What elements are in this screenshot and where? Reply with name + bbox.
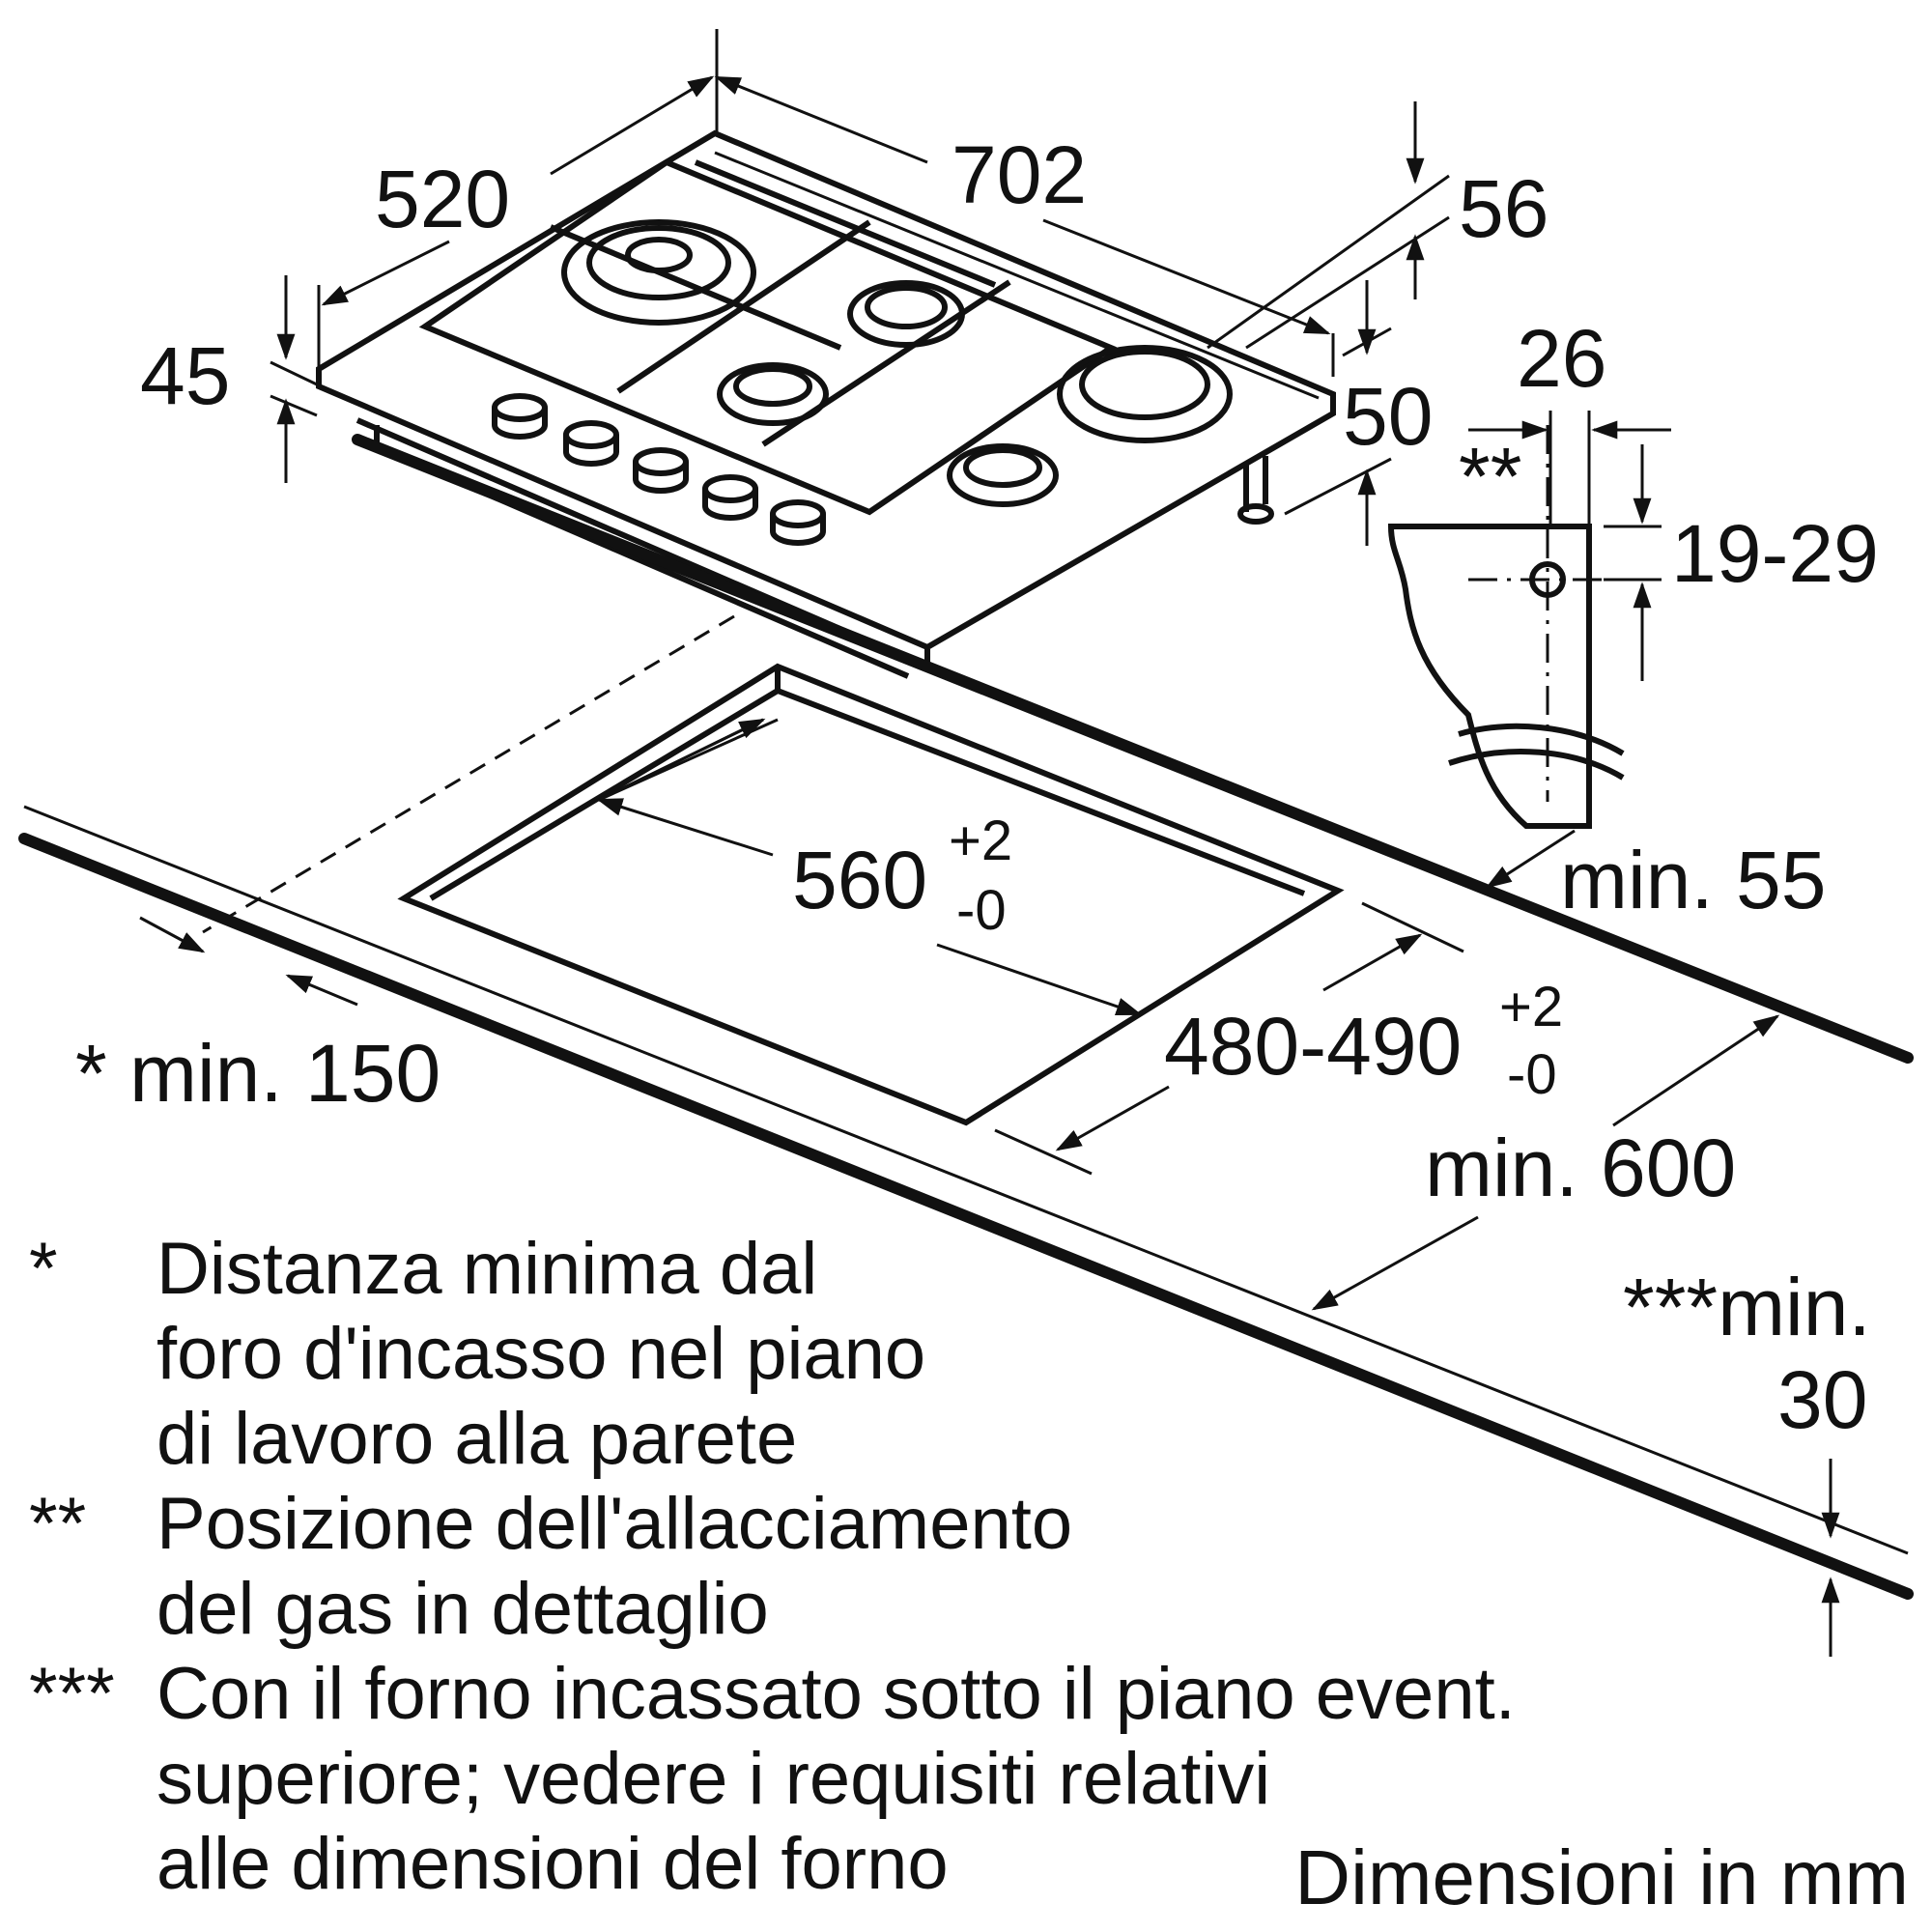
dim-cutout-depth-tol-upper: +2 (1499, 976, 1563, 1038)
footnote: * Distanza minima dal foro d'incasso nel… (29, 1227, 1903, 1482)
footnote-mark: *** (29, 1653, 115, 1735)
dim-cutout-depth-tol-lower: -0 (1507, 1043, 1557, 1106)
burner-rear-middle (847, 280, 965, 348)
dim-min-rear: min. 55 (1560, 835, 1826, 925)
dim-cutout-depth: 480-490 (1164, 1001, 1462, 1092)
dim-gas-detail-width: 26 (1517, 313, 1606, 404)
dim-height-front: 45 (140, 330, 230, 421)
footnote-text: Posizione dell'allacciamento del gas in … (156, 1483, 1073, 1650)
burner-wok (1057, 345, 1233, 443)
footnote-text: Distanza minima dal foro d'incasso nel p… (156, 1228, 926, 1480)
dimension-lines (139, 29, 1840, 1657)
units-label: Dimensioni in mm (1294, 1834, 1909, 1920)
worktop-drawing (18, 434, 1914, 1600)
control-knobs (492, 393, 826, 546)
dim-min-thickness-label: ***min. (1623, 1262, 1871, 1352)
dim-height-rear: 56 (1459, 163, 1548, 254)
dim-depth: 520 (375, 154, 510, 244)
dim-min-side: * min. 150 (75, 1028, 440, 1119)
burner-front-middle (717, 362, 829, 426)
footnotes: * Distanza minima dal foro d'incasso nel… (29, 1227, 1903, 1907)
footnote-mark: ** (29, 1483, 87, 1565)
footnote-text: Con il forno incassato sotto il piano ev… (156, 1653, 1516, 1905)
dim-cutout-width-tol-lower: -0 (956, 879, 1007, 942)
dim-cutout-width: 560 (792, 835, 927, 925)
gas-connection-detail (1387, 425, 1662, 829)
dim-min-thickness-value: 30 (1777, 1354, 1867, 1445)
dim-gas-detail-height: 19-29 (1671, 508, 1879, 599)
dim-gas-offset: 50 (1343, 371, 1433, 462)
footnote-mark: * (29, 1228, 58, 1310)
dim-cutout-width-tol-upper: +2 (949, 810, 1012, 872)
burner-front-right (947, 443, 1059, 507)
dim-min-worktop-depth: min. 600 (1425, 1122, 1736, 1213)
gas-detail-marker: ** (1459, 431, 1521, 522)
burner-large (561, 219, 756, 326)
footnote: *** Con il forno incassato sotto il pian… (29, 1652, 1903, 1907)
dim-width: 702 (952, 129, 1087, 220)
footnote: ** Posizione dell'allacciamento del gas … (29, 1482, 1903, 1652)
